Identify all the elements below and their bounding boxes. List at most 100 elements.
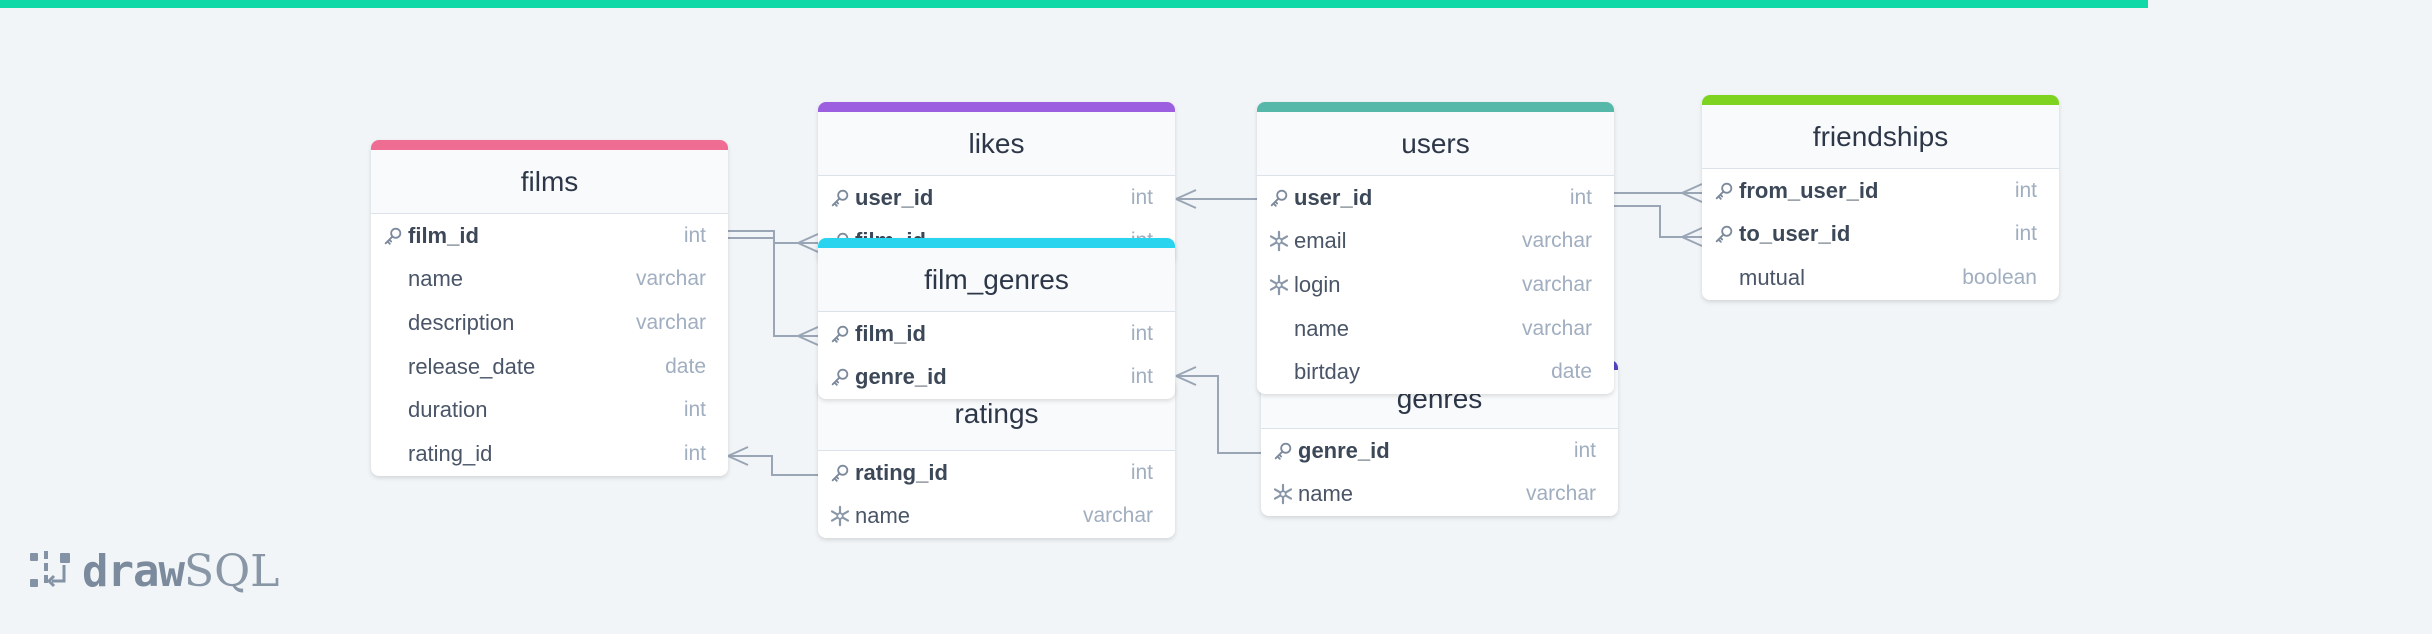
crowfoot-icon	[1681, 227, 1703, 247]
field-name: genre_id	[1298, 437, 1390, 463]
field-name: rating_id	[408, 440, 493, 466]
key-icon	[1713, 180, 1735, 202]
field-type: int	[1573, 438, 1596, 462]
crowfoot-icon	[727, 446, 749, 466]
field-row-name[interactable]: name varchar	[1261, 473, 1618, 517]
relation-films-ratings	[728, 455, 818, 476]
field-type: int	[1130, 321, 1153, 345]
field-type: int	[683, 398, 706, 422]
field-row-genre-id[interactable]: genre_id int	[818, 356, 1175, 400]
field-row-from-user-id[interactable]: from_user_id int	[1702, 169, 2059, 213]
field-type: varchar	[1521, 229, 1592, 253]
drawsql-logo-icon	[30, 550, 70, 587]
field-row-name[interactable]: name varchar	[1257, 307, 1614, 351]
field-row-user-id[interactable]: user_id int	[818, 176, 1175, 220]
field-row-release-date[interactable]: release_date date	[371, 345, 728, 389]
table-accent-bar	[371, 140, 728, 150]
field-row-email[interactable]: email varchar	[1257, 220, 1614, 264]
crowfoot-icon	[1175, 366, 1197, 386]
field-type: int	[1130, 185, 1153, 209]
field-type: varchar	[1525, 482, 1596, 506]
unique-icon	[1268, 230, 1290, 252]
table-title: films	[371, 150, 728, 214]
key-icon	[382, 225, 404, 247]
table-title: users	[1257, 112, 1614, 176]
field-name: mutual	[1739, 264, 1806, 290]
field-row-mutual[interactable]: mutual boolean	[1702, 256, 2059, 300]
key-icon	[1272, 440, 1294, 462]
field-row-to-user-id[interactable]: to_user_id int	[1702, 213, 2059, 257]
top-progress-bar	[0, 0, 2148, 8]
field-name: name	[1294, 315, 1350, 341]
field-name: film_id	[855, 320, 926, 346]
crowfoot-icon	[797, 326, 819, 346]
unique-icon	[1272, 483, 1294, 505]
field-name: description	[408, 309, 515, 335]
field-name: film_id	[408, 222, 479, 248]
field-name: user_id	[1294, 184, 1373, 210]
field-type: varchar	[635, 267, 706, 291]
field-row-genre-id[interactable]: genre_id int	[1261, 429, 1618, 473]
field-row-rating-id[interactable]: rating_id int	[818, 451, 1175, 495]
key-icon	[829, 187, 851, 209]
field-name: to_user_id	[1739, 221, 1851, 247]
drawsql-wordmark: drawSQL	[82, 546, 279, 597]
relation-films-film-genres	[728, 237, 818, 337]
unique-icon	[1268, 274, 1290, 296]
field-name: duration	[408, 397, 488, 423]
field-row-duration[interactable]: duration int	[371, 388, 728, 432]
table-title: likes	[818, 112, 1175, 176]
field-name: from_user_id	[1739, 177, 1879, 203]
field-type: int	[1130, 365, 1153, 389]
drawsql-logo: drawSQL	[30, 546, 279, 597]
field-row-name[interactable]: name varchar	[818, 495, 1175, 539]
key-icon	[829, 323, 851, 345]
field-name: email	[1294, 228, 1347, 254]
unique-icon	[829, 505, 851, 527]
crowfoot-icon	[797, 233, 819, 253]
brand-name-light: SQL	[183, 546, 280, 597]
field-type: varchar	[1521, 316, 1592, 340]
field-name: name	[855, 503, 911, 529]
table-title: film_genres	[818, 248, 1175, 312]
field-type: boolean	[1962, 265, 2037, 289]
table-accent-bar	[1702, 95, 2059, 105]
field-type: int	[1130, 460, 1153, 484]
field-name: rating_id	[855, 459, 948, 485]
key-icon	[1713, 223, 1735, 245]
field-row-film-id[interactable]: film_id int	[818, 312, 1175, 356]
field-name: name	[1298, 481, 1354, 507]
field-type: int	[2014, 222, 2037, 246]
field-name: user_id	[855, 184, 934, 210]
field-type: date	[665, 354, 706, 378]
field-name: login	[1294, 271, 1341, 297]
table-rows: genre_id int name varchar	[1261, 429, 1618, 516]
field-type: int	[2014, 178, 2037, 202]
field-name: release_date	[408, 353, 536, 379]
crowfoot-icon	[1175, 189, 1197, 209]
table-accent-bar	[818, 238, 1175, 248]
field-name: genre_id	[855, 364, 947, 390]
field-type: varchar	[1082, 504, 1153, 528]
key-icon	[829, 366, 851, 388]
field-type: date	[1551, 360, 1592, 384]
key-icon	[1268, 187, 1290, 209]
relation-film-genres-genres	[1176, 375, 1261, 454]
